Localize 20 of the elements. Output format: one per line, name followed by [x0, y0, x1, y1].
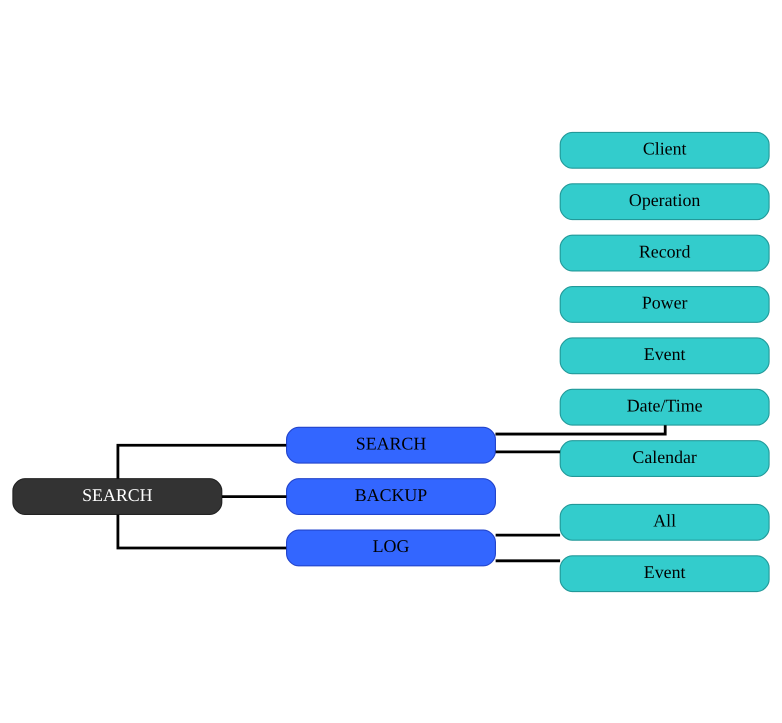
connector	[496, 533, 560, 536]
connector	[116, 443, 286, 478]
node-box: Calendar	[560, 440, 770, 477]
connector	[496, 558, 560, 562]
node-box: Event	[560, 336, 770, 374]
node-box: BACKUP	[286, 478, 496, 515]
connector	[222, 494, 286, 498]
node-box: Power	[560, 286, 770, 322]
node-box: All	[560, 503, 770, 540]
connector	[495, 424, 667, 435]
node-box: Record	[560, 234, 770, 272]
node-box: SEARCH	[12, 478, 222, 515]
node-box: SEARCH	[286, 426, 496, 464]
node-box: LOG	[286, 529, 496, 566]
node-box: Event	[560, 554, 770, 592]
node-box: Operation	[560, 182, 770, 220]
node-box: Client	[560, 131, 770, 168]
connector	[496, 450, 560, 453]
connector	[116, 514, 286, 549]
node-box: Date/Time	[560, 388, 770, 426]
